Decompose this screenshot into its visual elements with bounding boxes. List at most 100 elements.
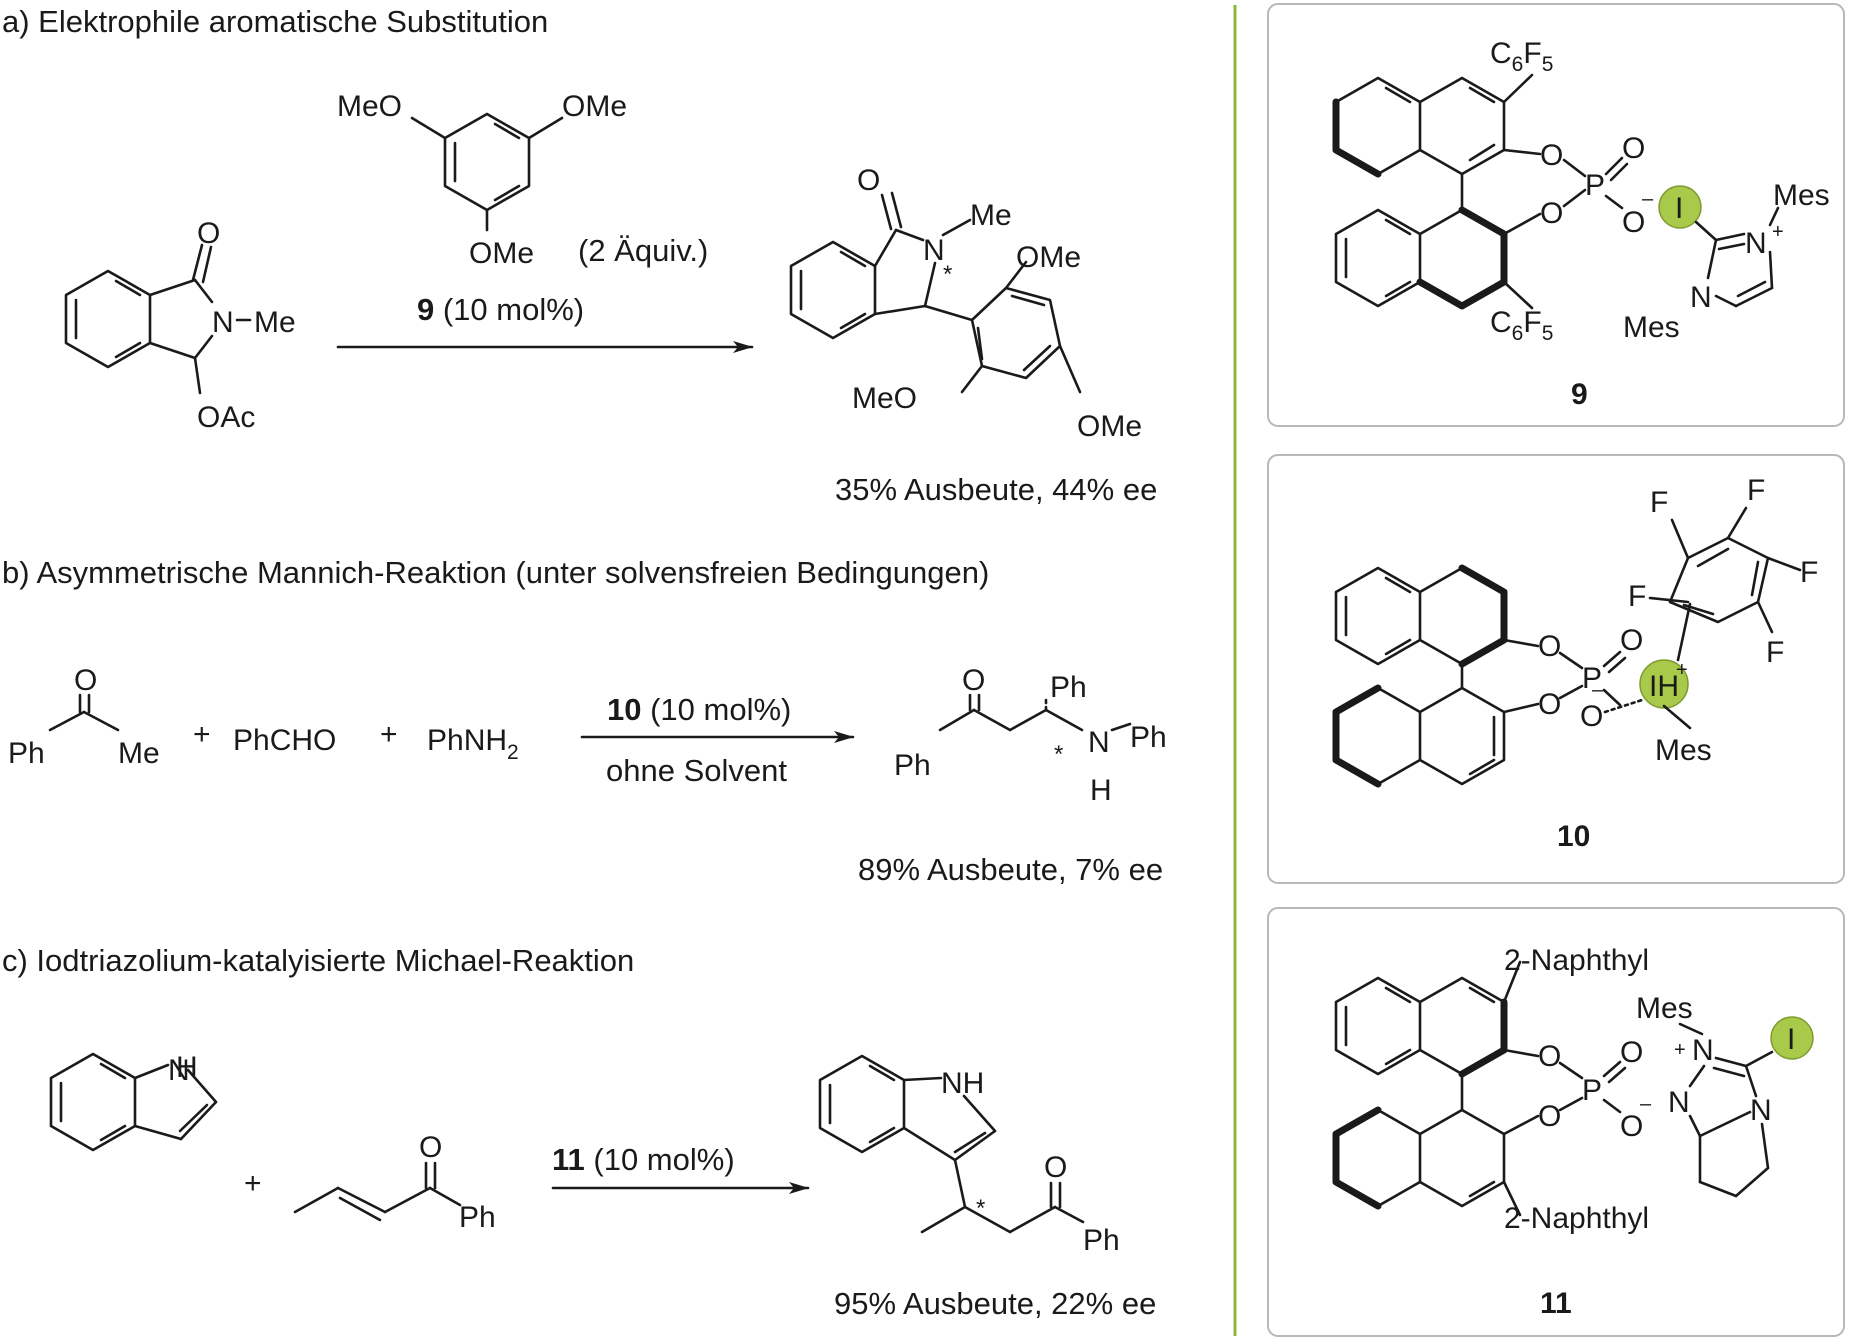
atom-n: N (1088, 726, 1110, 759)
panel-a-reagent: MeO OMe OMe (2 Äquiv.) 9 (10 mol%) (337, 90, 708, 327)
atom-f: F (1766, 636, 1784, 669)
group-meo: MeO (337, 90, 402, 123)
reagent-phnh2: PhNH2 (427, 724, 519, 764)
atom-o: O (1538, 1100, 1561, 1133)
atom-n: N (1750, 1094, 1772, 1127)
negative-charge: – (1642, 188, 1654, 210)
group-ph: Ph (1083, 1224, 1120, 1257)
group-nh: NH (941, 1067, 984, 1100)
atom-o: O (1538, 688, 1561, 721)
group-ome: OMe (469, 237, 534, 270)
atom-o: O (74, 664, 97, 697)
atom-i: I (1787, 1023, 1795, 1056)
atom-me: Me (118, 737, 160, 770)
atom-f: F (1747, 474, 1765, 507)
panel-a-title: a) Elektrophile aromatische Substitution (2, 4, 548, 39)
group-mes: Mes (1773, 179, 1830, 212)
iodine-highlight (1770, 1016, 1814, 1060)
group-ph: Ph (1050, 671, 1087, 704)
atom-o: O (1044, 1151, 1067, 1184)
panel-b-product: O Ph Ph * N H Ph (894, 664, 1167, 807)
atom-o: O (857, 164, 880, 197)
group-ph: Ph (459, 1201, 496, 1234)
panel-b-acetophenone: O Ph Me (8, 664, 160, 770)
condition-label: ohne Solvent (606, 753, 787, 788)
panel-a-product: O N Me * OMe MeO OMe (789, 164, 1142, 443)
panel-b-title: b) Asymmetrische Mannich-Reaktion (unter… (2, 555, 989, 590)
group-ome: OMe (562, 90, 627, 123)
atom-o: O (1538, 1040, 1561, 1073)
atom-me: Me (970, 199, 1012, 232)
group-c6f5: C6F5 (1490, 306, 1553, 345)
plus-sign: + (244, 1167, 262, 1200)
group-ome: OMe (1077, 410, 1142, 443)
stereocenter-mark: * (943, 261, 952, 288)
group-2-naphthyl: 2-Naphthyl (1504, 1202, 1649, 1235)
atom-o: O (1540, 139, 1563, 172)
group-ome: OMe (1016, 241, 1081, 274)
atom-o: O (962, 664, 985, 697)
atom-i: I (1675, 192, 1683, 225)
panel-c-title: c) Iodtriazolium-katalyisierte Michael-R… (2, 943, 634, 978)
panel-c-indole: H N (49, 1051, 218, 1152)
panel-c-result: 95% Ausbeute, 22% ee (834, 1286, 1156, 1321)
atom-o: O (1620, 1036, 1643, 1069)
plus-sign: + (380, 718, 398, 751)
group-mes: Mes (1623, 311, 1680, 344)
atom-o: O (1540, 197, 1563, 230)
atom-o: O (197, 217, 220, 250)
atom-o: O (1622, 206, 1645, 239)
panel-b: b) Asymmetrische Mannich-Reaktion (unter… (2, 555, 1167, 887)
atom-n: N (1692, 1034, 1714, 1067)
atom-n: N (1745, 227, 1767, 260)
catalyst-11-box: 2-Naphthyl 2-Naphthyl O O P O O – Mes + … (1267, 907, 1845, 1337)
atom-o: O (419, 1131, 442, 1164)
panel-a: a) Elektrophile aromatische Substitution… (2, 4, 1157, 507)
positive-charge: + (1772, 221, 1784, 243)
atom-h: H (176, 1051, 198, 1084)
catalyst-label: 10 (10 mol%) (607, 692, 791, 727)
atom-p: P (1582, 1074, 1602, 1107)
group-mes: Mes (1636, 992, 1693, 1025)
panel-b-result: 89% Ausbeute, 7% ee (858, 852, 1163, 887)
catalyst-9-label: 9 (1571, 378, 1588, 411)
group-ih: IH (1649, 670, 1679, 703)
group-ph: Ph (8, 737, 45, 770)
catalyst-label: 11 (10 mol%) (552, 1142, 735, 1177)
group-c6f5: C6F5 (1490, 37, 1553, 76)
atom-p: P (1585, 169, 1605, 202)
reagent-phcho: PhCHO (233, 724, 336, 757)
atom-f: F (1628, 580, 1646, 613)
panel-c: c) Iodtriazolium-katalyisierte Michael-R… (2, 943, 1156, 1321)
atom-p: P (1582, 662, 1602, 695)
group-ph: Ph (894, 749, 931, 782)
atom-f: F (1650, 486, 1668, 519)
panel-c-enone: O Ph (293, 1131, 496, 1234)
iodine-highlight (1639, 659, 1689, 709)
atom-me: Me (254, 306, 296, 339)
stereocenter-mark: * (1054, 741, 1063, 768)
group-mes: Mes (1655, 734, 1712, 767)
atom-n: N (168, 1054, 190, 1087)
atom-o: O (1622, 132, 1645, 165)
catalyst-label: 9 (10 mol%) (417, 292, 584, 327)
atom-n: N (923, 234, 945, 267)
positive-charge: + (1674, 1039, 1686, 1061)
plus-sign: + (193, 718, 211, 751)
atom-o: O (1580, 700, 1603, 733)
atom-h: H (1090, 774, 1112, 807)
group-meo: MeO (852, 382, 917, 415)
catalyst-9-box: C6F5 C6F5 O O P O O – I N + Mes N Mes 9 (1267, 3, 1845, 427)
atom-o: O (1620, 624, 1643, 657)
negative-charge: – (1592, 679, 1604, 701)
atom-o: O (1620, 1110, 1643, 1143)
panel-c-product: NH * O Ph (818, 1054, 1120, 1257)
catalyst-10-box: O O P O O – IH + Mes F F F F F 10 (1267, 454, 1845, 884)
catalyst-11-label: 11 (1540, 1287, 1572, 1320)
group-oac: OAc (197, 401, 255, 434)
iodine-highlight (1658, 185, 1702, 229)
atom-n: N (1690, 281, 1712, 314)
atom-o: O (1538, 630, 1561, 663)
panel-a-starting-material: O N Me OAc (64, 217, 296, 434)
